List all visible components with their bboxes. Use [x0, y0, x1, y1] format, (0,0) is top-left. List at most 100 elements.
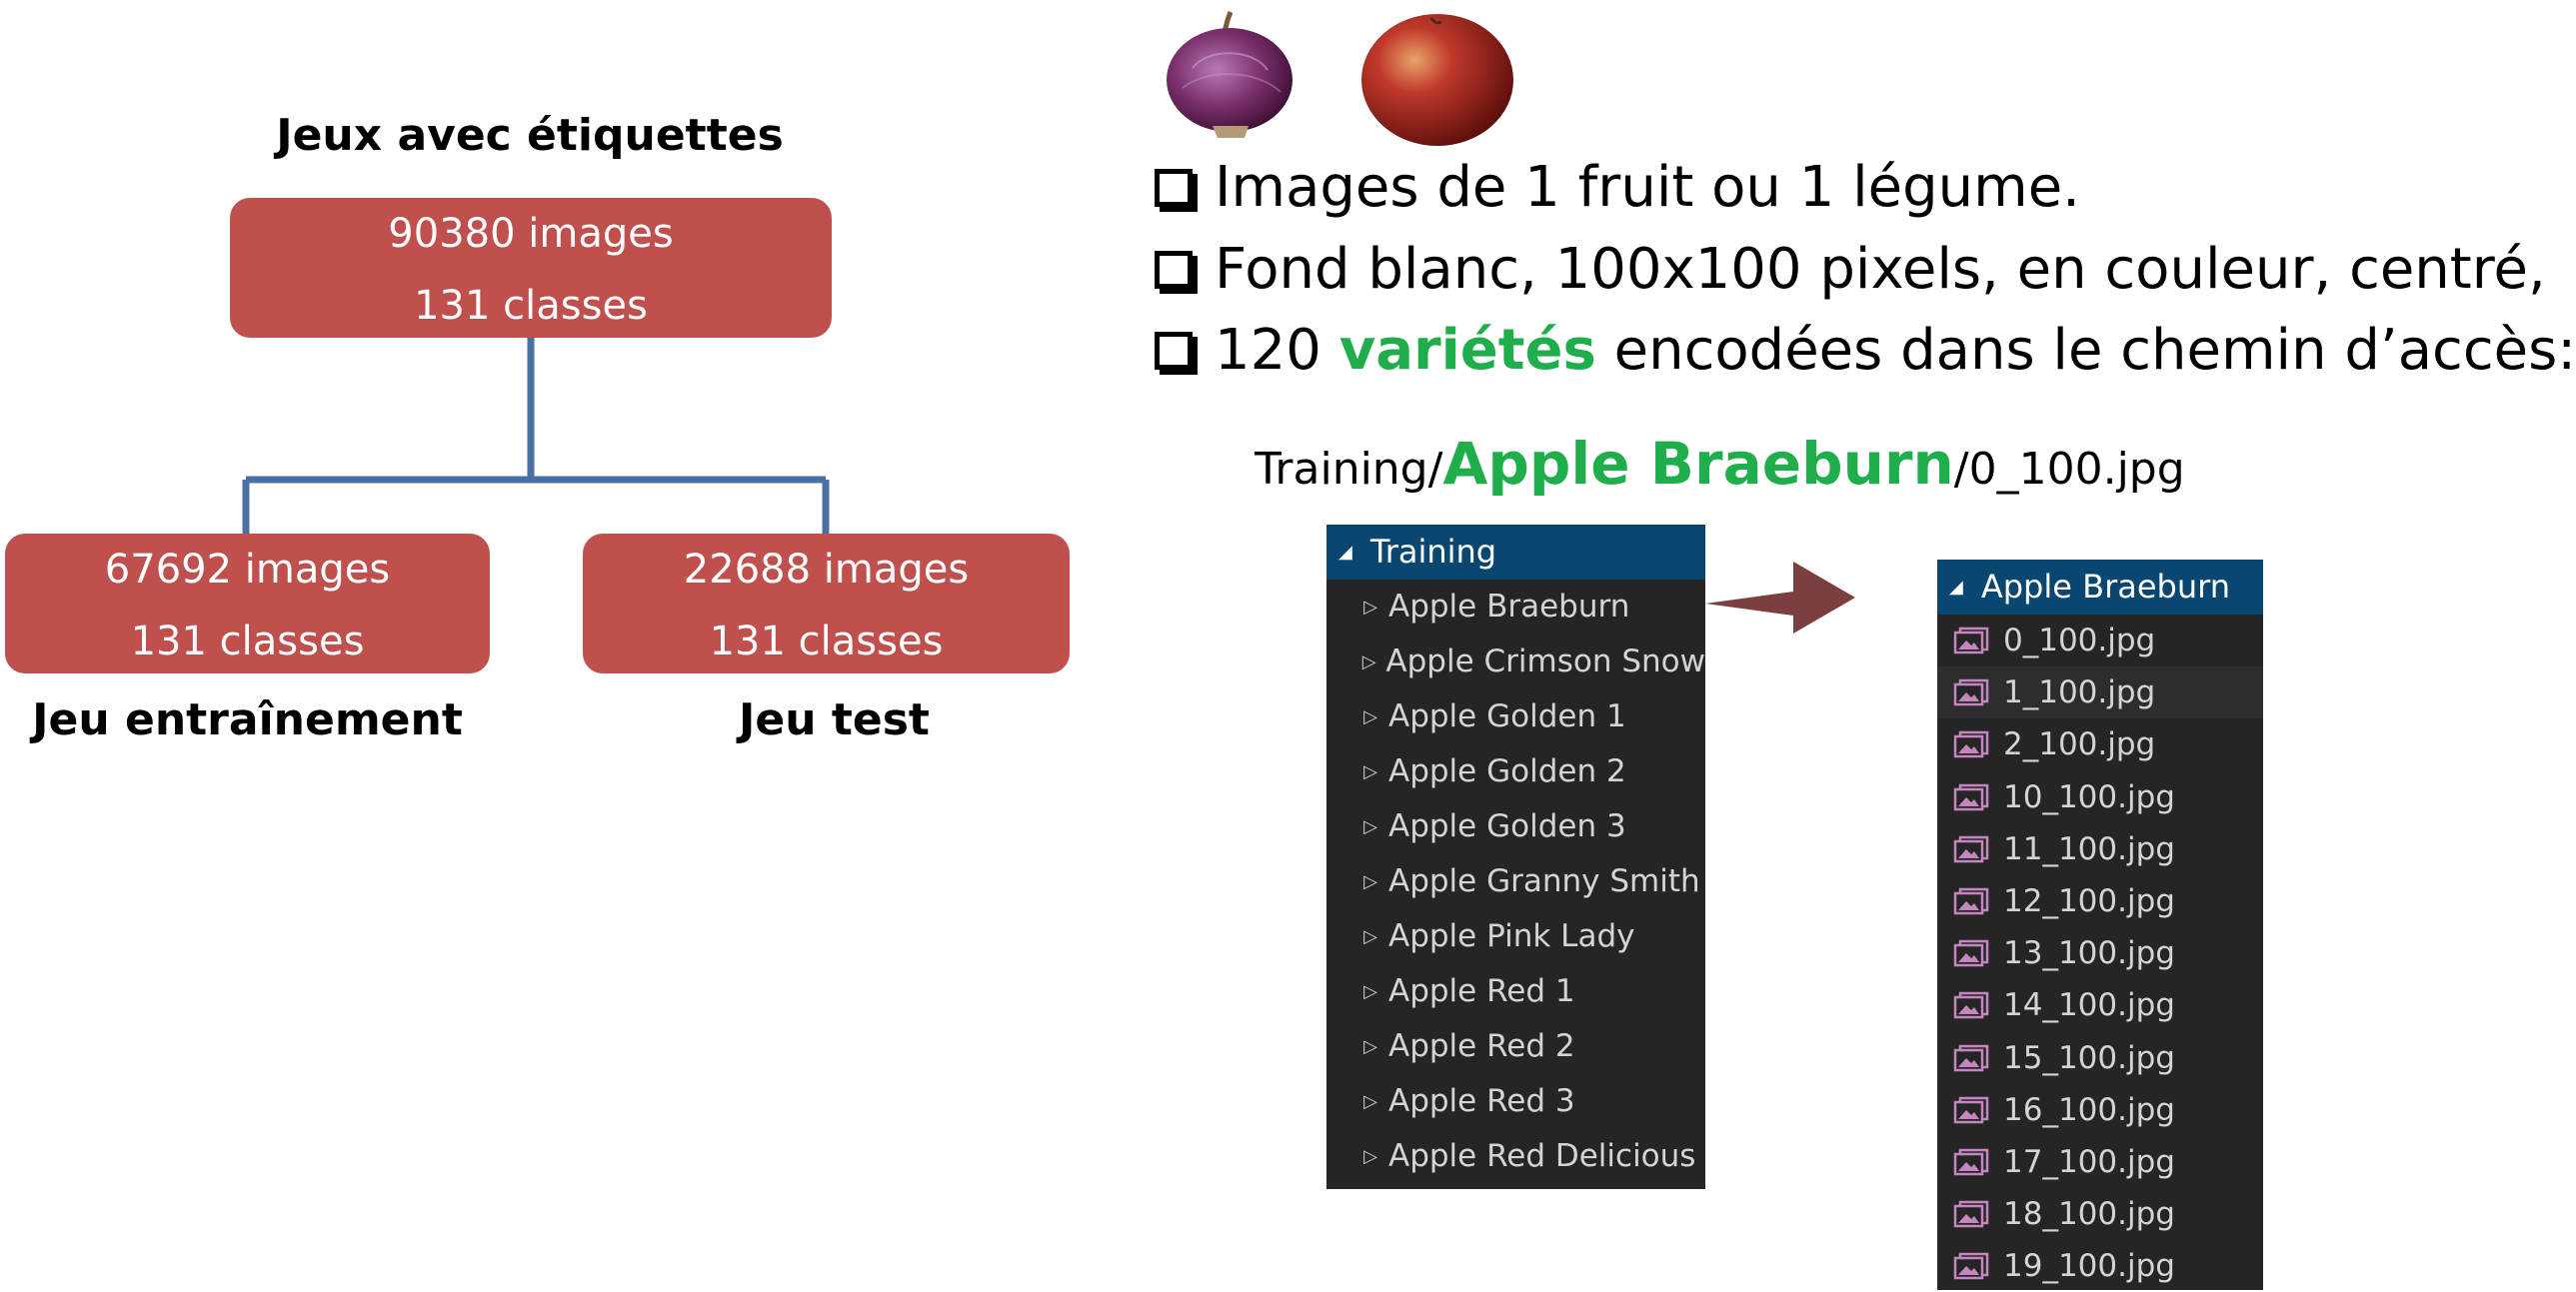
- file-items-list: 0_100.jpg 1_100.jpg 2_100.jpg 10_100.jpg 11_…: [1937, 615, 2263, 1292]
- training-folder-item[interactable]: ▷ Apple Granny Smith: [1326, 854, 1705, 909]
- file-item[interactable]: 0_100.jpg: [1937, 615, 2263, 666]
- file-item[interactable]: 13_100.jpg: [1937, 927, 2263, 979]
- file-item[interactable]: 18_100.jpg: [1937, 1188, 2263, 1240]
- image-file-icon: [1953, 1044, 1989, 1071]
- file-item[interactable]: 16_100.jpg: [1937, 1084, 2263, 1136]
- files-folder-header[interactable]: ◢ Apple Braeburn: [1937, 560, 2263, 615]
- triangle-right-icon[interactable]: ▷: [1363, 1146, 1377, 1167]
- triangle-right-icon[interactable]: ▷: [1363, 597, 1377, 618]
- image-file-icon: [1953, 1200, 1989, 1228]
- file-item[interactable]: 14_100.jpg: [1937, 979, 2263, 1031]
- file-item-label: 16_100.jpg: [2003, 1091, 2175, 1128]
- root-classes: 131 classes: [414, 283, 648, 329]
- tree-title: Jeux avec étiquettes: [276, 110, 784, 161]
- checkbox-bullet-icon: [1155, 168, 1193, 207]
- file-item[interactable]: 15_100.jpg: [1937, 1032, 2263, 1084]
- image-file-icon: [1953, 731, 1989, 758]
- checkbox-bullet-icon: [1155, 331, 1193, 370]
- triangle-right-icon[interactable]: ▷: [1363, 871, 1377, 892]
- training-folder-label: Training: [1369, 533, 1497, 571]
- training-items-list: ▷Apple Braeburn▷Apple Crimson Snow▷Apple…: [1326, 580, 1705, 1184]
- image-file-icon: [1953, 1148, 1989, 1176]
- triangle-right-icon[interactable]: ▷: [1363, 1091, 1377, 1112]
- training-folder-item-label: Apple Golden 3: [1388, 808, 1626, 844]
- training-folder-item[interactable]: ▷ Apple Crimson Snow: [1326, 635, 1705, 689]
- triangle-right-icon[interactable]: ▷: [1363, 981, 1377, 1002]
- image-file-icon: [1953, 679, 1989, 706]
- file-item[interactable]: 19_100.jpg: [1937, 1240, 2263, 1292]
- training-folder-header[interactable]: ◢ Training: [1326, 525, 1705, 580]
- training-folder-item[interactable]: ▷ Apple Golden 1: [1326, 689, 1705, 744]
- files-folder-label: Apple Braeburn: [1980, 568, 2230, 606]
- test-classes: 131 classes: [709, 619, 944, 664]
- training-folder-item[interactable]: ▷ Apple Red Delicious: [1326, 1129, 1705, 1184]
- training-folder-item[interactable]: ▷ Apple Red 2: [1326, 1019, 1705, 1074]
- train-caption: Jeu entraînement: [32, 694, 463, 745]
- triangle-right-icon[interactable]: ▷: [1363, 706, 1377, 727]
- bullet-1-text: Images de 1 fruit ou 1 légume.: [1215, 155, 2080, 220]
- bullet-3: 120 variétés encodées dans le chemin d’a…: [1155, 318, 2576, 383]
- image-file-icon: [1953, 939, 1989, 967]
- file-item-label: 10_100.jpg: [2003, 778, 2175, 815]
- triangle-right-icon[interactable]: ▷: [1363, 816, 1377, 837]
- files-panel: ◢ Apple Braeburn 0_100.jpg 1_100.jpg 2_100…: [1937, 560, 2263, 1290]
- test-count: 22688 images: [683, 547, 970, 593]
- file-item[interactable]: 11_100.jpg: [1937, 823, 2263, 875]
- file-item-label: 19_100.jpg: [2003, 1248, 2175, 1285]
- training-folder-item[interactable]: ▷ Apple Golden 3: [1326, 799, 1705, 854]
- image-file-icon: [1953, 887, 1989, 915]
- training-folder-item-label: Apple Crimson Snow: [1385, 644, 1705, 679]
- triangle-down-icon: ◢: [1338, 542, 1352, 563]
- bullet-3-rest: encodées dans le chemin d’accès:: [1595, 318, 2576, 383]
- bullet-2: Fond blanc, 100x100 pixels, en couleur, …: [1155, 237, 2546, 302]
- bullet-3-number: 120: [1215, 318, 1339, 383]
- image-file-icon: [1953, 835, 1989, 863]
- training-folder-item[interactable]: ▷ Apple Golden 2: [1326, 744, 1705, 799]
- file-item[interactable]: 17_100.jpg: [1937, 1136, 2263, 1188]
- bullet-3-highlight: variétés: [1338, 318, 1596, 383]
- file-item[interactable]: 1_100.jpg: [1937, 666, 2263, 719]
- test-node: 22688 images 131 classes: [583, 534, 1070, 673]
- root-node: 90380 images 131 classes: [230, 198, 832, 338]
- triangle-right-icon[interactable]: ▷: [1363, 761, 1377, 782]
- training-folder-item-label: Apple Red 2: [1388, 1028, 1575, 1064]
- path-example: Training/ Apple Braeburn /0_100.jpg: [1255, 430, 2185, 498]
- triangle-right-icon[interactable]: ▷: [1361, 651, 1376, 672]
- bullet-2-text: Fond blanc, 100x100 pixels, en couleur, …: [1215, 237, 2546, 302]
- file-item-label: 14_100.jpg: [2003, 987, 2175, 1024]
- training-folder-item-label: Apple Braeburn: [1388, 589, 1630, 625]
- red-onion-image: [1167, 11, 1292, 138]
- train-classes: 131 classes: [130, 619, 365, 664]
- train-node: 67692 images 131 classes: [5, 534, 490, 673]
- training-folder-item-label: Apple Granny Smith: [1388, 863, 1700, 899]
- triangle-right-icon[interactable]: ▷: [1363, 1036, 1377, 1057]
- file-item-label: 1_100.jpg: [2003, 674, 2156, 711]
- image-file-icon: [1953, 783, 1989, 810]
- training-folder-item[interactable]: ▷ Apple Red 1: [1326, 964, 1705, 1019]
- training-folder-item-label: Apple Red Delicious: [1388, 1138, 1696, 1174]
- file-item-label: 17_100.jpg: [2003, 1143, 2175, 1180]
- red-apple-image: [1361, 14, 1513, 146]
- training-folder-item[interactable]: ▷Apple Pink Lady: [1326, 909, 1705, 964]
- training-folder-item-label: Apple Golden 1: [1388, 698, 1626, 734]
- training-folder-item[interactable]: ▷ Apple Braeburn: [1326, 580, 1705, 635]
- file-item-label: 15_100.jpg: [2003, 1039, 2175, 1076]
- file-item[interactable]: 2_100.jpg: [1937, 718, 2263, 770]
- training-folder-item-label: Apple Red 3: [1388, 1083, 1575, 1119]
- root-count: 90380 images: [388, 211, 674, 257]
- image-file-icon: [1953, 627, 1989, 654]
- file-item-label: 13_100.jpg: [2003, 935, 2175, 972]
- training-folder-item[interactable]: ▷ Apple Red 3: [1326, 1074, 1705, 1129]
- bullet-1: Images de 1 fruit ou 1 légume.: [1155, 155, 2080, 220]
- test-caption: Jeu test: [739, 694, 930, 745]
- image-file-icon: [1953, 1253, 1989, 1280]
- triangle-right-icon[interactable]: ▷: [1363, 926, 1377, 947]
- tree-connector: [242, 338, 830, 534]
- training-folder-item-label: Apple Red 1: [1388, 973, 1575, 1009]
- image-file-icon: [1953, 992, 1989, 1019]
- file-item[interactable]: 10_100.jpg: [1937, 771, 2263, 823]
- checkbox-bullet-icon: [1155, 250, 1193, 289]
- training-folder-item-label: Apple Golden 2: [1388, 753, 1626, 789]
- image-file-icon: [1953, 1096, 1989, 1124]
- file-item[interactable]: 12_100.jpg: [1937, 875, 2263, 927]
